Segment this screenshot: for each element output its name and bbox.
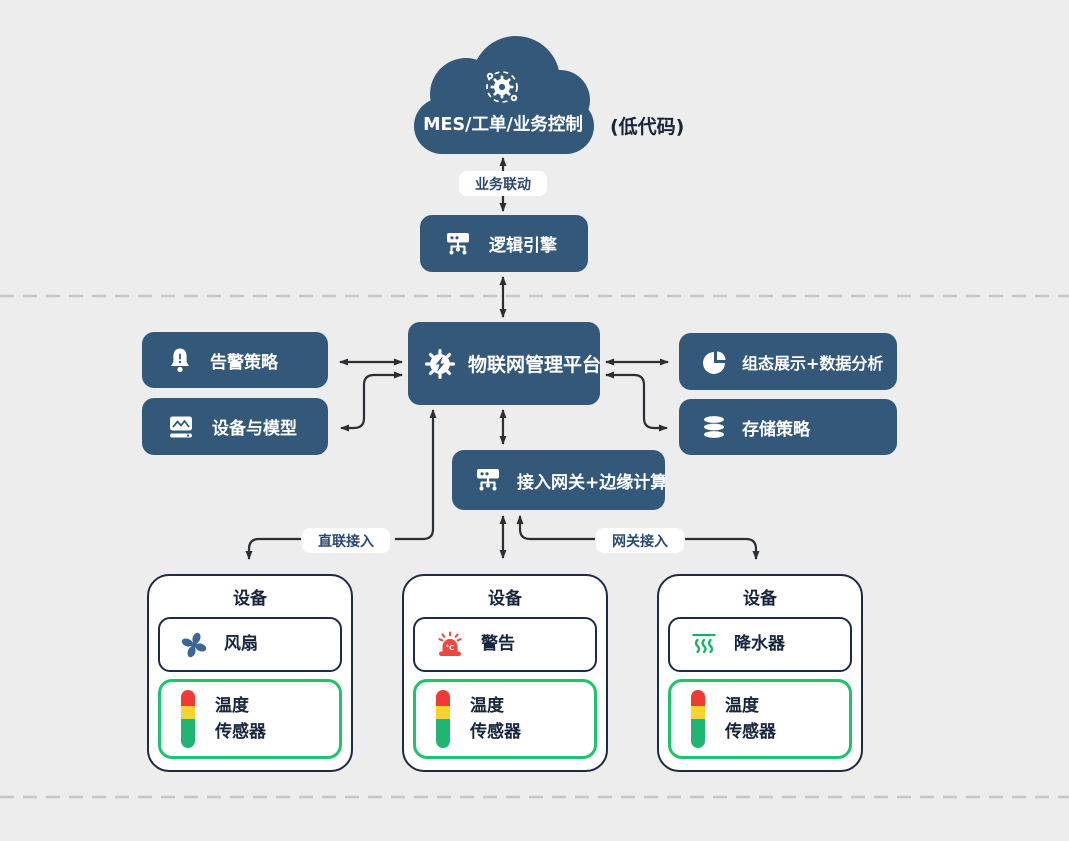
link-label-gateway: 网关接入 <box>596 528 684 553</box>
pie-chart-icon <box>703 351 726 374</box>
cloud-label: MES/工单/业务控制 <box>423 115 583 135</box>
chip-gear-icon <box>424 348 456 379</box>
arrow-platform-storage <box>605 371 668 432</box>
sensor-label-line2: 传感器 <box>215 722 266 742</box>
gears-automation-icon <box>486 71 518 103</box>
device-card-title: 设备 <box>233 589 267 609</box>
device-card-sprinkler: 设备 降水器 温度 传感器 <box>657 574 863 772</box>
node-label: 物联网管理平台 <box>468 354 602 376</box>
node-alarm-policy: 告警策略 <box>142 332 328 388</box>
sensor-label-line2: 传感器 <box>470 722 521 742</box>
node-iot-platform: 物联网管理平台 <box>408 322 602 405</box>
node-label: 接入网关+边缘计算 <box>517 472 668 493</box>
node-label: 存储策略 <box>742 419 810 440</box>
actuator-slot-sprinkler: 降水器 <box>668 617 852 672</box>
node-label: 组态展示+数据分析 <box>742 353 884 373</box>
node-logic-engine: 逻辑引擎 <box>420 215 588 272</box>
flow-controller-icon <box>477 469 499 491</box>
sensor-slot: 温度 传感器 <box>413 679 597 759</box>
actuator-slot-alarm: °C 警告 <box>413 617 597 672</box>
actuator-slot-fan: 风扇 <box>158 617 342 672</box>
low-code-note: (低代码) <box>610 116 685 138</box>
alarm-light-icon: °C <box>438 631 462 656</box>
steam-icon <box>692 633 716 653</box>
node-label: 设备与模型 <box>212 419 297 439</box>
tower-light-icon <box>436 690 450 748</box>
arrow-direct-upper <box>395 409 437 541</box>
node-storage-policy: 存储策略 <box>679 399 897 455</box>
sensor-label-line1: 温度 <box>725 695 759 716</box>
arrow-model-platform <box>340 371 403 432</box>
actuator-label: 降水器 <box>734 634 785 655</box>
actuator-label: 风扇 <box>224 634 258 655</box>
device-card-title: 设备 <box>488 589 522 609</box>
fan-icon <box>181 632 207 657</box>
device-card-fan: 设备 风扇 温度 传感器 <box>147 574 353 772</box>
actuator-label: 警告 <box>481 634 515 655</box>
alarm-bell-icon <box>171 348 189 373</box>
node-label: 逻辑引擎 <box>489 236 557 256</box>
arrow-direct-lower <box>245 537 301 560</box>
tower-light-icon <box>691 690 705 748</box>
arrow-gwaccess-upper <box>516 515 595 541</box>
node-label: 告警策略 <box>210 352 278 373</box>
cloud-shape <box>414 36 594 154</box>
sensor-slot: 温度 传感器 <box>158 679 342 759</box>
link-label-business: 业务联动 <box>459 171 547 196</box>
device-card-alarm: 设备 °C 警告 温度 传感器 <box>402 574 608 772</box>
alarm-icon-text: °C <box>446 644 455 652</box>
sensor-label-line1: 温度 <box>215 695 249 716</box>
device-card-title: 设备 <box>743 589 777 609</box>
arrow-gwaccess-lower <box>685 537 760 560</box>
node-dashboard-analysis: 组态展示+数据分析 <box>679 333 897 390</box>
link-label-direct: 直联接入 <box>302 528 390 553</box>
sensor-label-line1: 温度 <box>470 695 504 716</box>
sensor-label-line2: 传感器 <box>725 722 776 742</box>
node-access-gateway: 接入网关+边缘计算 <box>452 450 668 510</box>
database-icon <box>704 416 724 438</box>
sensor-slot: 温度 传感器 <box>668 679 852 759</box>
flow-controller-icon <box>447 232 469 254</box>
tower-light-icon <box>181 690 195 748</box>
device-screen-icon <box>170 416 192 437</box>
node-device-model: 设备与模型 <box>142 398 328 455</box>
